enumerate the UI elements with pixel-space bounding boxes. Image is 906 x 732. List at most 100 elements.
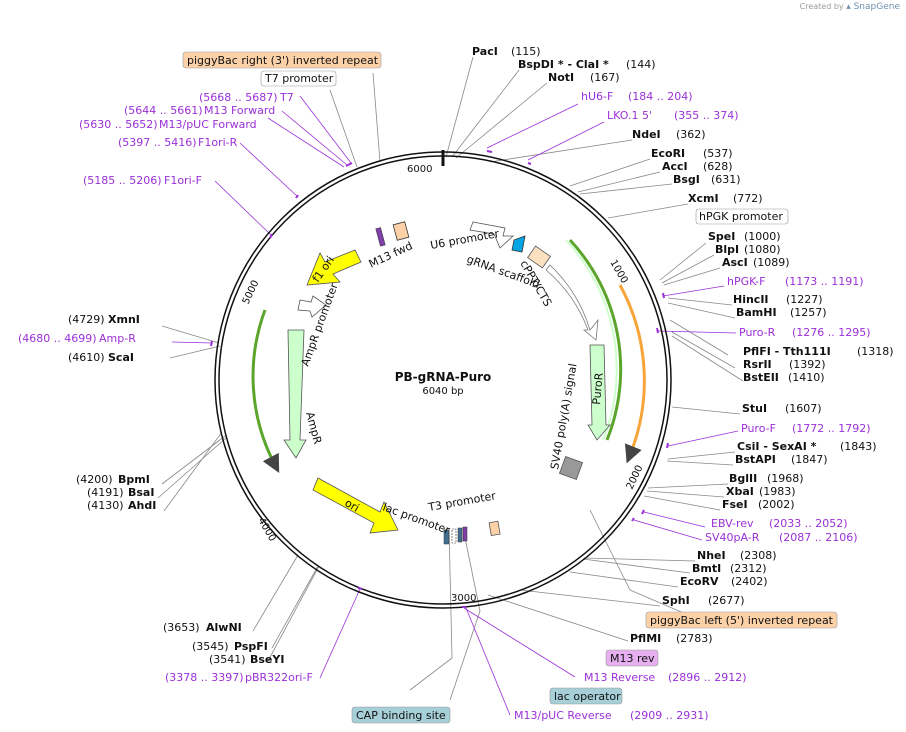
- site-bspdi-name: BspDI * - ClaI *: [518, 58, 609, 71]
- primer-pbr322-name: pBR322ori-F: [245, 671, 313, 684]
- primer-t7-name: T7: [279, 91, 294, 104]
- orange-feature-arc: [618, 284, 646, 464]
- primer-hu6f-range: (184 .. 204): [628, 90, 693, 103]
- lacop-label: lac operator: [554, 690, 621, 703]
- puror-arrow: [587, 344, 611, 441]
- site-xcmi-name: XcmI: [688, 192, 719, 205]
- site-xbai-pos: (1983): [759, 485, 796, 498]
- site-acci-name: AccI: [662, 160, 688, 173]
- primer-m13fwd-name: M13 Forward: [204, 104, 275, 117]
- primer-ebvrev-name: EBV-rev: [711, 517, 754, 530]
- sv40-box: [558, 455, 584, 481]
- primer-puror-name: Puro-R: [739, 326, 776, 339]
- site-bsgi-pos: (631): [711, 173, 741, 186]
- site-bpmi-pos: (4200): [76, 473, 113, 486]
- label-ampr-promoter: AmpR promoter: [299, 281, 341, 368]
- site-csii-name: CsiI - SexAI *: [737, 440, 817, 453]
- site-xmni-pos: (4729): [68, 313, 105, 326]
- cppt-box: [527, 245, 551, 269]
- site-pspfi-name: PspFI: [234, 640, 268, 653]
- site-pflmi-pos: (2783): [676, 632, 713, 645]
- site-stui-name: StuI: [742, 402, 767, 415]
- primer-m13puc-range: (5630 .. 5652): [79, 118, 158, 131]
- t3-box: [488, 520, 501, 537]
- boxed-cap: CAP binding site: [351, 706, 451, 724]
- f1-ori-arrow: [306, 249, 362, 286]
- primer-m13pucrev-name: M13/pUC Reverse: [514, 709, 612, 722]
- tick-6000: 6000: [407, 164, 432, 175]
- ampr-arrow: [283, 329, 307, 459]
- site-noti-pos: (167): [590, 71, 620, 84]
- site-bsteii-name: BstEII: [743, 371, 779, 384]
- site-bseyi-pos: (3541): [209, 653, 246, 666]
- site-rsrii-pos: (1392): [789, 358, 826, 371]
- puro-outer-arc: [568, 238, 623, 441]
- lac-promoter-mark: [457, 527, 463, 543]
- boxed-pb-right: piggyBac right (3') inverted repeat: [182, 51, 382, 69]
- site-bspdi-pos: (144): [626, 58, 656, 71]
- site-bglii-name: BglII: [729, 472, 757, 485]
- primer-ebvrev-range: (2033 .. 2052): [769, 517, 848, 530]
- pb-left-label: piggyBac left (5') inverted repeat: [650, 614, 834, 627]
- site-fsei-pos: (2002): [758, 498, 795, 511]
- primer-f1orif-name: F1ori-F: [164, 174, 202, 187]
- primer-purof-range: (1772 .. 1792): [792, 422, 871, 435]
- m13-fwd-mark: [375, 227, 386, 247]
- site-nhei-name: NheI: [697, 549, 726, 562]
- site-xmni-name: XmnI: [108, 313, 140, 326]
- site-bamhi-pos: (1257): [790, 306, 827, 319]
- lac-op-mark: [451, 528, 457, 544]
- site-ndei-name: NdeI: [632, 128, 661, 141]
- site-ecori-name: EcoRI: [651, 147, 685, 160]
- site-bamhi-name: BamHI: [736, 306, 777, 319]
- credit-prefix: Created by: [799, 2, 844, 11]
- site-bsai-name: BsaI: [128, 486, 154, 499]
- site-bmti-name: BmtI: [692, 562, 721, 575]
- primer-pbr322-range: (3378 .. 3397): [165, 671, 244, 684]
- cap-mark: [443, 529, 450, 545]
- site-hincii-pos: (1227): [786, 293, 823, 306]
- primer-f1orir-name: F1ori-R: [198, 136, 238, 149]
- site-scai-pos: (4610): [68, 351, 105, 364]
- ampr-outer-arc: [251, 309, 280, 473]
- site-bglii-pos: (1968): [767, 472, 804, 485]
- u6-promoter-arrow: [469, 221, 515, 249]
- m13rev-label: M13 rev: [610, 652, 655, 665]
- site-bseyi-name: BseYI: [250, 653, 284, 666]
- site-xcmi-pos: (772): [733, 192, 763, 205]
- site-bstapi-name: BstAPI: [735, 453, 776, 466]
- site-pflfi-name: PflFI - Tth111I: [743, 345, 831, 358]
- site-sphi-pos: (2677): [708, 594, 745, 607]
- boxed-pb-left: piggyBac left (5') inverted repeat: [645, 611, 838, 629]
- ori-arrow: [312, 477, 399, 534]
- site-blpi-pos: (1080): [744, 243, 781, 256]
- site-ecorv-name: EcoRV: [680, 575, 719, 588]
- primer-m13reverse-range: (2896 .. 2912): [668, 671, 747, 684]
- site-acci-pos: (628): [703, 160, 733, 173]
- site-pflmi-name: PflMI: [630, 632, 661, 645]
- site-rsrii-name: RsrII: [743, 358, 772, 371]
- label-ampr: AmpR: [303, 410, 324, 445]
- site-paci-pos: (115): [511, 45, 541, 58]
- site-pspfi-pos: (3545): [192, 640, 229, 653]
- label-puror: PuroR: [590, 372, 606, 405]
- plasmid-name: PB-gRNA-Puro: [395, 370, 492, 384]
- cap-label: CAP binding site: [356, 709, 446, 722]
- label-u6: U6 promoter: [429, 227, 500, 252]
- primer-m13fwd-range: (5644 .. 5661): [124, 104, 203, 117]
- site-bsteii-pos: (1410): [788, 371, 825, 384]
- site-bsgi-name: BsgI: [673, 173, 700, 186]
- credit-brand: SnapGene: [853, 2, 900, 12]
- primer-puror-range: (1276 .. 1295): [792, 326, 871, 339]
- site-fsei-name: FseI: [722, 498, 748, 511]
- primer-sv40par-name: SV40pA-R: [705, 531, 760, 544]
- site-spei-pos: (1000): [744, 230, 781, 243]
- snapgene-logo: ▴ SnapGene: [846, 2, 900, 12]
- site-ahdi-name: AhdI: [128, 499, 156, 512]
- primer-ampr-range: (4680 .. 4699): [18, 332, 97, 345]
- primer-leaders: [171, 95, 739, 716]
- site-alwni-name: AlwNI: [206, 621, 242, 634]
- site-bmti-pos: (2312): [730, 562, 767, 575]
- site-alwni-pos: (3653): [163, 621, 200, 634]
